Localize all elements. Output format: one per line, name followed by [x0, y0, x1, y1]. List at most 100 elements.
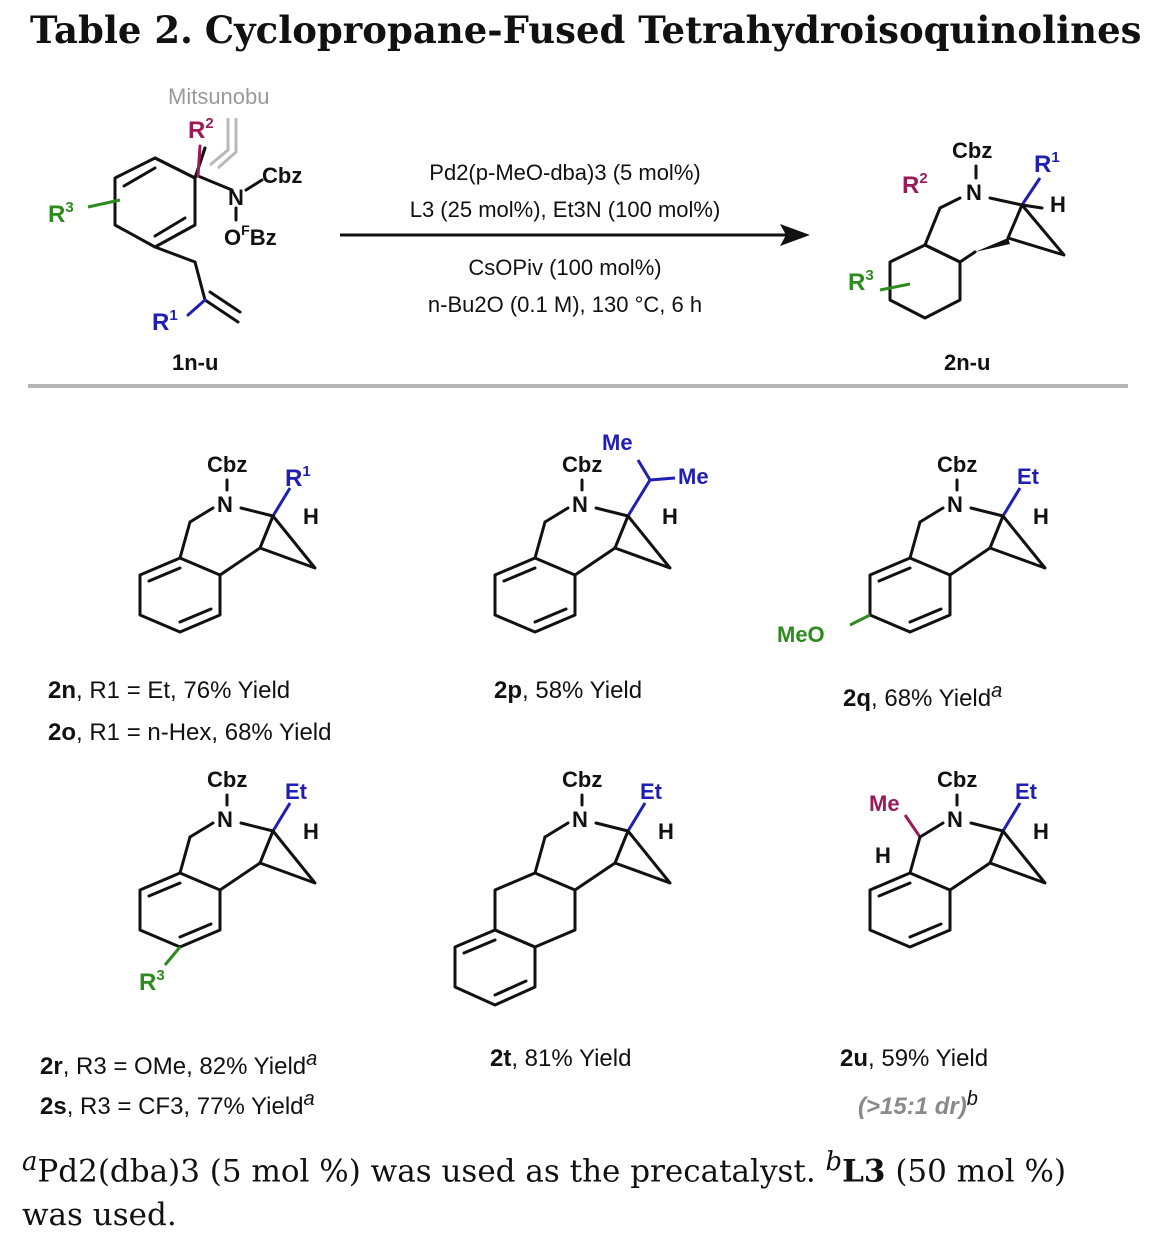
svg-text:H: H [303, 819, 319, 844]
r1-label: R1 [152, 307, 178, 336]
section-divider [28, 384, 1128, 388]
conditions-line-4: n-Bu2O (0.1 M), 130 °C, 6 h [428, 292, 702, 317]
entry-text: , R3 = OMe, 82% Yield [62, 1053, 307, 1080]
structure-2t: Cbz N Et H [453, 767, 674, 1007]
svg-text:Me: Me [869, 791, 900, 816]
compound-id: 2p [494, 677, 523, 704]
reaction-conditions: Pd2(p-MeO-dba)3 (5 mol%) L3 (25 mol%), E… [340, 160, 810, 317]
footnote-b-text: (50 mol %) was used. [22, 1153, 1067, 1234]
footnote-marker: b [966, 1088, 978, 1110]
structure-2q: Cbz N Et H MeO [777, 452, 1049, 647]
cbz-group: Cbz [262, 163, 302, 188]
nitrogen-atom: N [228, 185, 244, 210]
conditions-line-3: CsOPiv (100 mol%) [468, 255, 661, 280]
entry-2o: 2o, R1 = n-Hex, 68% Yield [48, 718, 331, 748]
table-caption: Cyclopropane-Fused Tetrahydroisoquinolin… [204, 8, 1142, 52]
entry-text: , R1 = n-Hex, 68% Yield [76, 719, 332, 746]
svg-text:N: N [572, 492, 588, 517]
svg-text:R2: R2 [902, 170, 928, 199]
entry-text: , 68% Yield [871, 685, 992, 712]
svg-text:Cbz: Cbz [937, 452, 977, 477]
conditions-line-2: L3 (25 mol%), Et3N (100 mol%) [410, 197, 721, 222]
entry-2r: 2r, R3 = OMe, 82% Yielda [40, 1044, 317, 1082]
svg-text:H: H [658, 819, 674, 844]
mitsunobu-label: Mitsunobu [168, 84, 270, 109]
entry-2s: 2s, R3 = CF3, 77% Yielda [40, 1084, 315, 1122]
footnote-b-ligand: L3 [842, 1153, 886, 1190]
compound-id: 2o [48, 719, 77, 746]
compound-id: 2r [40, 1053, 63, 1080]
structure-2p: Cbz N Me Me H [493, 430, 709, 634]
footnote-a-text: Pd2(dba)3 (5 mol %) was used as the prec… [37, 1153, 816, 1190]
svg-text:N: N [217, 492, 233, 517]
svg-text:R3: R3 [848, 267, 874, 296]
svg-text:Et: Et [1017, 464, 1040, 489]
svg-text:Et: Et [1015, 779, 1038, 804]
table-title: Table 2. Cyclopropane-Fused Tetrahydrois… [30, 8, 1141, 52]
entry-2q: 2q, 68% Yielda [843, 676, 1002, 714]
structure-2n: Cbz N R1 H [138, 452, 319, 634]
entry-text: , R3 = CF3, 77% Yield [66, 1093, 304, 1120]
svg-text:Cbz: Cbz [207, 767, 247, 792]
compound-id: 2s [40, 1093, 67, 1120]
svg-text:N: N [217, 807, 233, 832]
svg-text:Me: Me [602, 430, 633, 455]
footnote-marker: a [306, 1048, 318, 1070]
entry-2u: 2u, 59% Yield [840, 1044, 988, 1074]
r2-label: R2 [188, 115, 214, 144]
product-label: 2n-u [944, 350, 990, 375]
table-number: Table 2. [30, 8, 193, 52]
structure-2r: Cbz N Et H R3 [138, 767, 319, 996]
svg-text:H: H [303, 504, 319, 529]
entry-text: , 58% Yield [522, 677, 643, 704]
svg-text:Cbz: Cbz [562, 767, 602, 792]
entry-text: , 81% Yield [511, 1045, 632, 1072]
footnote-b-marker: b [825, 1147, 843, 1177]
svg-text:Cbz: Cbz [562, 452, 602, 477]
footnote-marker: a [991, 680, 1003, 702]
substrate-structure: Mitsunobu R2 N Cbz OFBz R3 [48, 84, 302, 375]
entry-text: , 59% Yield [868, 1045, 989, 1072]
compound-id: 2t [490, 1045, 512, 1072]
structure-2u: Cbz N Et H Me H [868, 767, 1049, 949]
conditions-line-1: Pd2(p-MeO-dba)3 (5 mol%) [429, 160, 700, 185]
mitsunobu-bracket [209, 118, 230, 167]
svg-text:Et: Et [285, 779, 308, 804]
svg-text:R1: R1 [1034, 149, 1060, 178]
entry-2u-dr: (>15:1 dr)b [858, 1084, 978, 1122]
footnote-a-marker: a [22, 1147, 38, 1177]
svg-text:N: N [947, 492, 963, 517]
entry-text: , R1 = Et, 76% Yield [76, 677, 291, 704]
compound-id: 2n [48, 677, 77, 704]
svg-text:H: H [875, 843, 891, 868]
svg-text:R1: R1 [285, 463, 311, 492]
entry-2n: 2n, R1 = Et, 76% Yield [48, 676, 290, 706]
r3-label: R3 [48, 199, 74, 228]
svg-text:Cbz: Cbz [952, 138, 992, 163]
svg-text:H: H [1033, 504, 1049, 529]
svg-text:H: H [1033, 819, 1049, 844]
svg-text:N: N [572, 807, 588, 832]
entry-2p: 2p, 58% Yield [494, 676, 642, 706]
substrate-label: 1n-u [172, 350, 218, 375]
svg-text:H: H [662, 504, 678, 529]
product-structure: Cbz N R1 H R2 R3 2n-u [848, 138, 1066, 375]
entry-2t: 2t, 81% Yield [490, 1044, 631, 1074]
svg-text:R3: R3 [139, 967, 165, 996]
svg-text:MeO: MeO [777, 622, 825, 647]
svg-text:Et: Et [640, 779, 663, 804]
compound-id: 2q [843, 685, 872, 712]
svg-text:N: N [947, 807, 963, 832]
arrow-head [780, 224, 810, 246]
ofbz-group: OFBz [224, 222, 277, 250]
table-footnotes: aPd2(dba)3 (5 mol %) was used as the pre… [22, 1140, 1132, 1237]
svg-text:H: H [1050, 192, 1066, 217]
footnote-marker: a [303, 1088, 315, 1110]
svg-text:N: N [966, 180, 982, 205]
svg-text:Cbz: Cbz [937, 767, 977, 792]
svg-text:Cbz: Cbz [207, 452, 247, 477]
svg-text:Me: Me [678, 464, 709, 489]
compound-id: 2u [840, 1045, 869, 1072]
